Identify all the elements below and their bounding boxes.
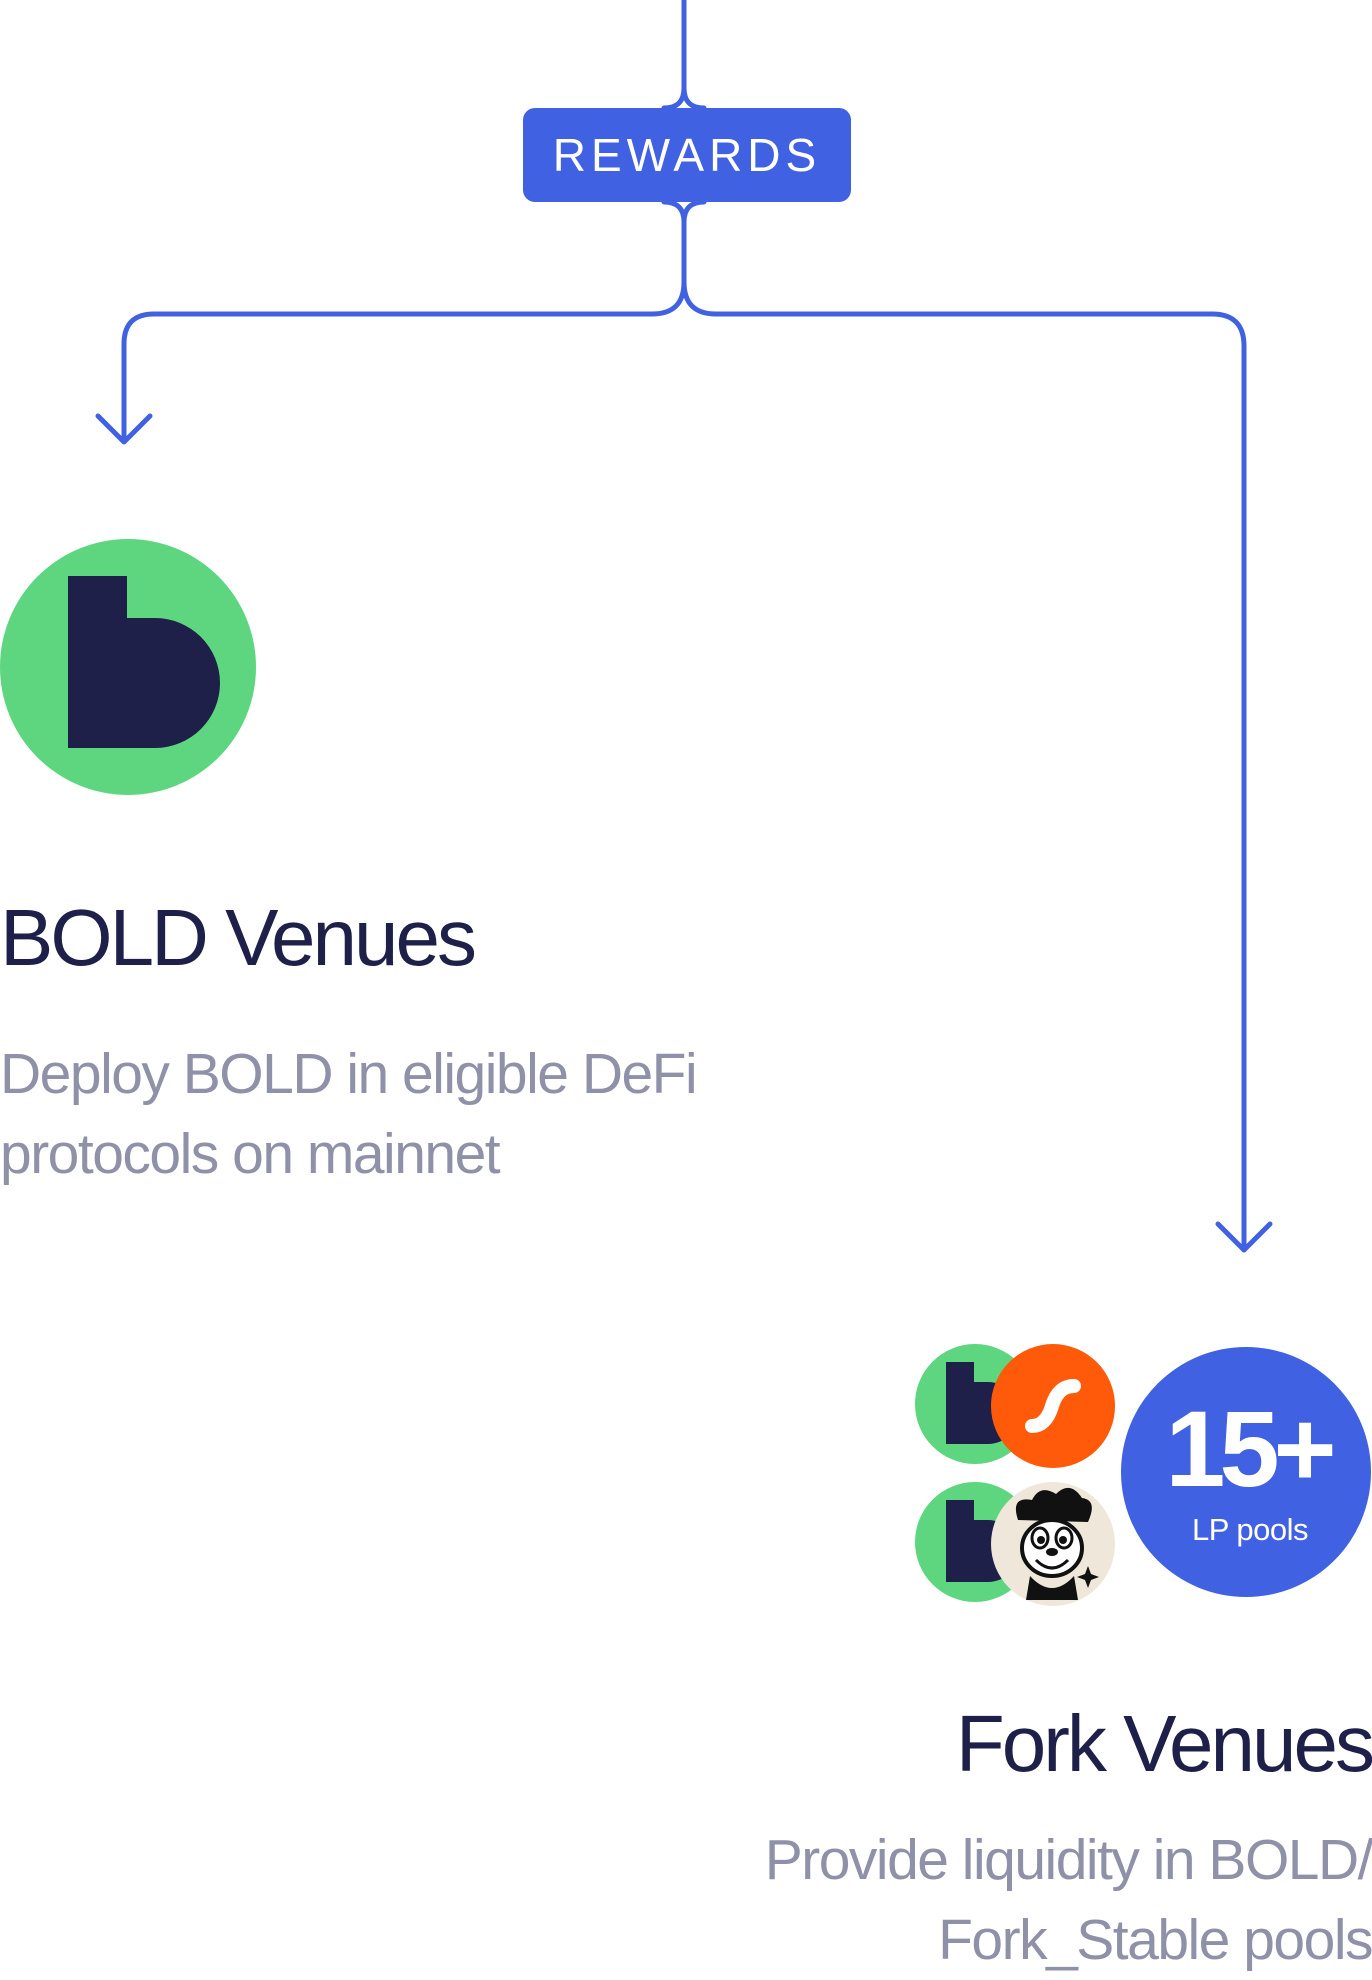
lp-pools-count: 15+ [1165,1388,1332,1509]
connector-bottom [121,199,687,443]
pool-pair-1 [915,1344,1115,1468]
bold-logo-icon [0,539,256,795]
bold-venues-description-line-2: protocols on mainnet [0,1122,501,1186]
connector-bottom-right [681,199,1247,1253]
bold-venues-title: BOLD Venues [0,893,477,982]
arrow-head-left [95,413,153,445]
mascot-icon [991,1482,1115,1606]
bold-venues-description: Deploy BOLD in eligible DeFi protocols o… [0,1034,698,1194]
flow-connectors [95,0,1273,1253]
bold-venues-description-line-1: Deploy BOLD in eligible DeFi [0,1042,698,1106]
orange-s-icon [991,1344,1115,1468]
rewards-label: REWARDS [552,129,822,181]
fork-venues-title: Fork Venues [955,1699,1372,1788]
fork-venues-description-line-2: Fork_Stable pools [938,1908,1372,1972]
fork-venues-description-line-1: Provide liquidity in BOLD/ [764,1828,1372,1892]
rewards-badge: REWARDS [523,108,851,202]
pool-pair-2 [915,1482,1115,1606]
lp-pools-label: LP pools [1192,1512,1308,1547]
arrow-head-right [1215,1221,1273,1253]
connector-top [661,0,687,111]
fork-venues-description: Provide liquidity in BOLD/ Fork_Stable p… [765,1820,1372,1980]
connector-top-right [681,85,707,111]
lp-pools-badge [1121,1347,1371,1597]
